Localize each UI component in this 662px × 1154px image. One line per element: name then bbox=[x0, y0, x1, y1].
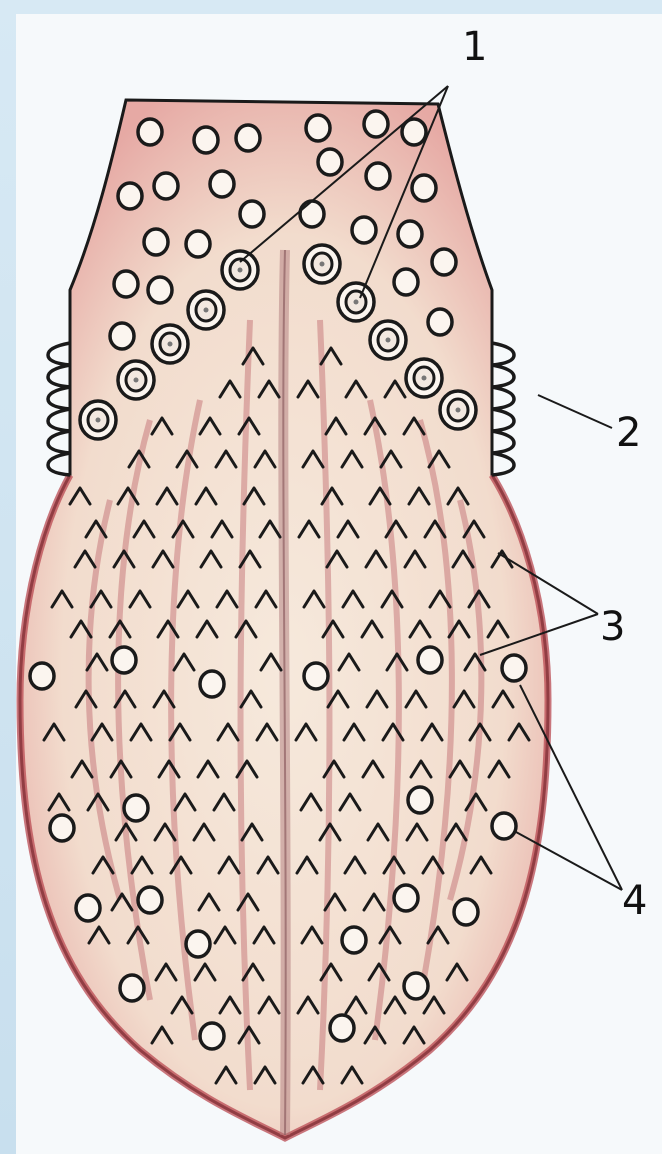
vallate-papilla-center bbox=[354, 300, 359, 305]
label-2: 2 bbox=[616, 410, 641, 456]
vallate-papilla-center bbox=[96, 418, 101, 423]
fungiform-papilla bbox=[186, 931, 210, 957]
fungiform-papilla bbox=[432, 249, 456, 275]
fungiform-papilla bbox=[404, 973, 428, 999]
fungiform-papilla bbox=[118, 183, 142, 209]
fungiform-papilla bbox=[408, 787, 432, 813]
fungiform-papilla bbox=[398, 221, 422, 247]
leader-line-2 bbox=[538, 395, 612, 428]
fungiform-papilla bbox=[114, 271, 138, 297]
fungiform-papilla bbox=[364, 111, 388, 137]
fungiform-papilla bbox=[76, 895, 100, 921]
fungiform-papilla bbox=[138, 119, 162, 145]
foliate-papillae-right bbox=[492, 343, 514, 475]
fungiform-papilla bbox=[50, 815, 74, 841]
vallate-papilla-center bbox=[168, 342, 173, 347]
vallate-papilla-center bbox=[204, 308, 209, 313]
fungiform-papilla bbox=[418, 647, 442, 673]
vallate-papilla-center bbox=[422, 376, 427, 381]
fungiform-papilla bbox=[318, 149, 342, 175]
fungiform-papilla bbox=[394, 885, 418, 911]
fungiform-papilla bbox=[502, 655, 526, 681]
vallate-papilla-center bbox=[456, 408, 461, 413]
fungiform-papilla bbox=[30, 663, 54, 689]
label-4: 4 bbox=[622, 878, 647, 924]
fungiform-papilla bbox=[144, 229, 168, 255]
label-1: 1 bbox=[462, 24, 487, 70]
label-3: 3 bbox=[600, 604, 625, 650]
fungiform-papilla bbox=[304, 663, 328, 689]
fungiform-papilla bbox=[236, 125, 260, 151]
fungiform-papilla bbox=[428, 309, 452, 335]
fungiform-papilla bbox=[352, 217, 376, 243]
fungiform-papilla bbox=[454, 899, 478, 925]
fungiform-papilla bbox=[330, 1015, 354, 1041]
fungiform-papilla bbox=[492, 813, 516, 839]
fungiform-papilla bbox=[394, 269, 418, 295]
fungiform-papilla bbox=[240, 201, 264, 227]
fungiform-papilla bbox=[366, 163, 390, 189]
fungiform-papilla bbox=[200, 671, 224, 697]
fungiform-papilla bbox=[154, 173, 178, 199]
fungiform-papilla bbox=[138, 887, 162, 913]
fungiform-papilla bbox=[112, 647, 136, 673]
fungiform-papilla bbox=[412, 175, 436, 201]
fungiform-papilla bbox=[110, 323, 134, 349]
fungiform-papilla bbox=[186, 231, 210, 257]
fungiform-papilla bbox=[148, 277, 172, 303]
vallate-papilla-center bbox=[238, 268, 243, 273]
fungiform-papilla bbox=[300, 201, 324, 227]
fungiform-papilla bbox=[200, 1023, 224, 1049]
foliate-papillae-left bbox=[48, 343, 70, 475]
fungiform-papilla bbox=[194, 127, 218, 153]
vallate-papilla-center bbox=[134, 378, 139, 383]
fungiform-papilla bbox=[120, 975, 144, 1001]
fungiform-papilla bbox=[342, 927, 366, 953]
vallate-papilla-center bbox=[320, 262, 325, 267]
fungiform-papilla bbox=[210, 171, 234, 197]
fungiform-papilla bbox=[306, 115, 330, 141]
fungiform-papilla bbox=[124, 795, 148, 821]
vallate-papilla-center bbox=[386, 338, 391, 343]
